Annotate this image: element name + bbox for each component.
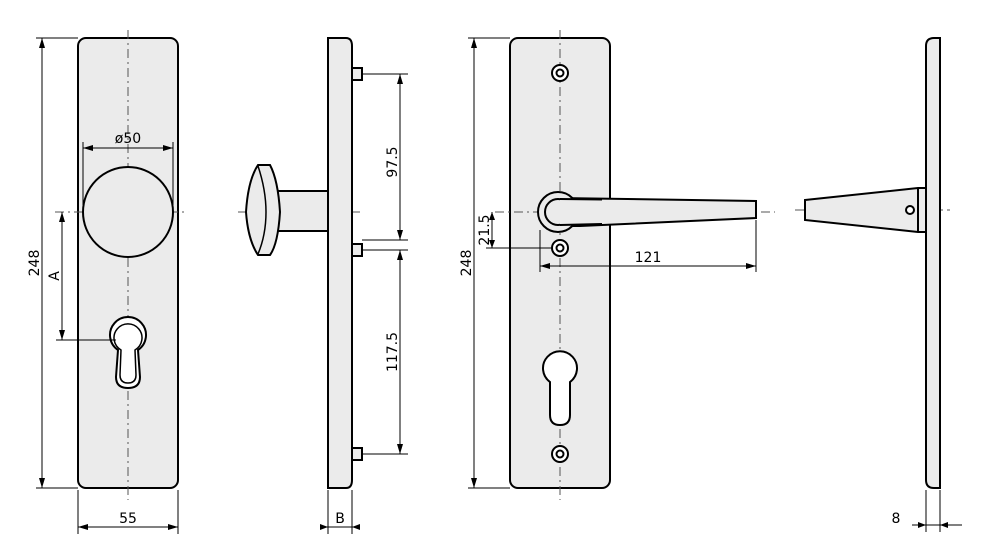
knob-rosette [82, 166, 174, 258]
knob-plate-front-view: 248 A ø50 55 [27, 30, 185, 534]
lever-plate-front-view: 248 21.5 121 [459, 30, 775, 500]
mounting-stud-bottom [351, 447, 363, 461]
dim-label-97-5: 97.5 [385, 146, 401, 177]
dim-label-a: A [47, 271, 63, 281]
lever-cylinder-cutout [542, 350, 578, 427]
lever-set-screw [905, 205, 915, 215]
dim-label-121: 121 [635, 250, 662, 266]
dim-label-8: 8 [892, 511, 901, 527]
dim-label-21-5: 21.5 [477, 214, 493, 245]
dim-label-55: 55 [119, 511, 137, 527]
lever-plate-side-view: 8 [795, 37, 962, 532]
mounting-stud-middle [351, 243, 363, 257]
cylinder-cutout-inner [113, 323, 143, 384]
dim-label-117-5: 117.5 [385, 332, 401, 372]
knob-plate-side-view: 97.5 117.5 B [238, 37, 408, 534]
knob-neck [277, 190, 329, 232]
lever-side-plate [925, 37, 941, 489]
knob-side-plate [327, 37, 353, 489]
dim-label-248-left: 248 [27, 250, 43, 277]
dim-label-diameter: ø50 [115, 131, 141, 147]
knob-head [244, 164, 282, 256]
dim-label-b: B [335, 511, 345, 527]
dim-label-248-right: 248 [459, 250, 475, 277]
mounting-stud-top [351, 67, 363, 81]
